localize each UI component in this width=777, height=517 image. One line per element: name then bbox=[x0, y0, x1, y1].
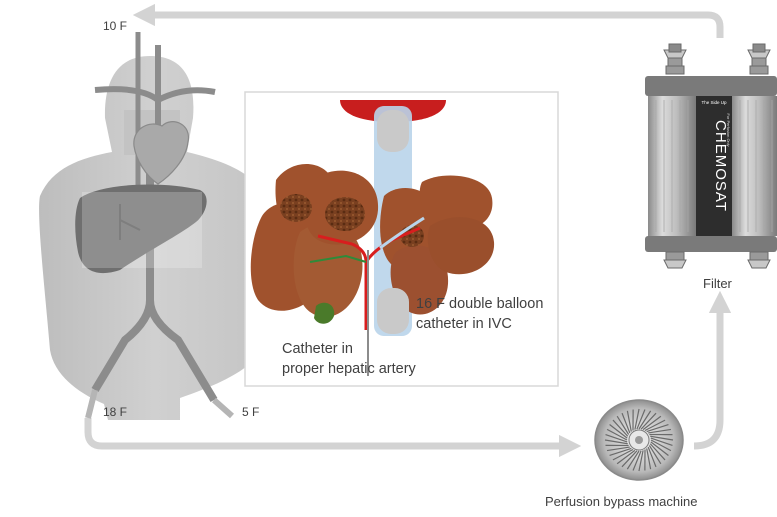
filter-label: Filter bbox=[703, 276, 732, 291]
port-10f-label: 10 F bbox=[103, 19, 127, 33]
pump bbox=[595, 400, 683, 480]
zoom-window bbox=[82, 192, 202, 268]
hepatic-artery-label-line1: Catheter in bbox=[282, 341, 353, 357]
upper-balloon bbox=[377, 110, 409, 152]
double-balloon-label-line1: 16 F double balloon bbox=[416, 296, 543, 312]
outflow-line-to-pump bbox=[88, 418, 570, 446]
port-5f-label: 5 F bbox=[242, 405, 259, 419]
pump-to-filter-line bbox=[694, 302, 720, 446]
filter-unit: The Side Up CHEMOSAT For Perfusion Only bbox=[645, 44, 777, 268]
hepatic-artery-label-line2: proper hepatic artery bbox=[282, 361, 416, 377]
tumor bbox=[325, 197, 365, 231]
filter-small-top: The Side Up bbox=[701, 100, 727, 105]
return-line-to-body bbox=[144, 15, 720, 38]
pump-label: Perfusion bypass machine bbox=[545, 494, 697, 509]
double-balloon-label-line2: catheter in IVC bbox=[416, 316, 512, 332]
port-18f-label: 18 F bbox=[103, 405, 127, 419]
tumor bbox=[280, 194, 312, 222]
lower-balloon bbox=[377, 288, 409, 334]
filter-small-side: For Perfusion Only bbox=[726, 113, 731, 146]
